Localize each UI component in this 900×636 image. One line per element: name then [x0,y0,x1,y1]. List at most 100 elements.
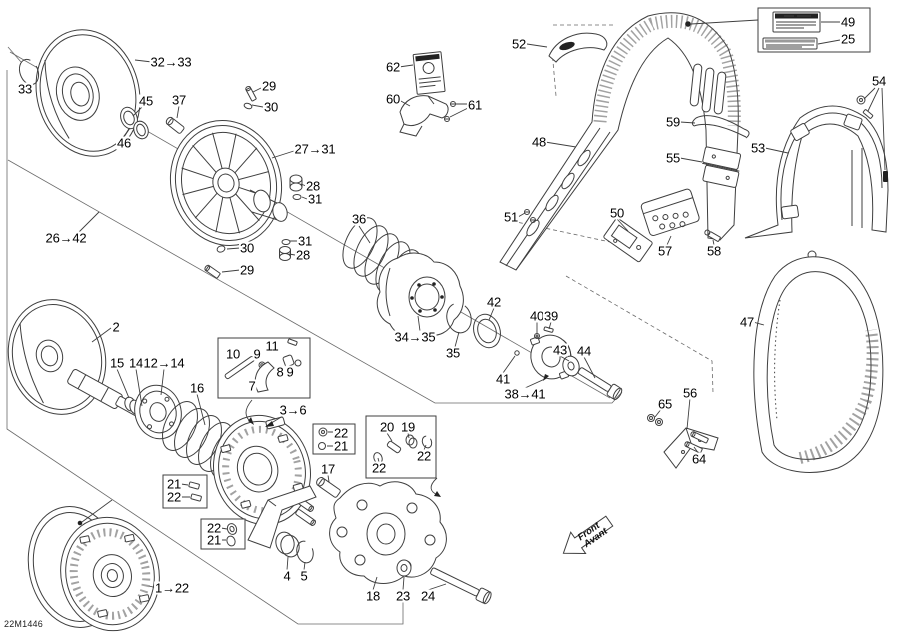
callout-label: 23 [394,588,412,604]
callout-label: 49 [839,14,857,30]
callout-label: 2 [111,319,121,335]
callout-label: 28 [304,178,322,194]
part-washers-65 [647,414,663,426]
callout-label: 22 [332,425,350,441]
part-bracket-60 [399,95,449,137]
part-bolt-29-top [243,85,257,110]
part-screw-58 [704,229,721,242]
callout-label: 26→42 [44,230,88,246]
part-screws-54 [856,87,888,182]
part-bolt-37 [165,116,185,134]
callout-label: 28 [294,247,312,263]
part-guard-cover-53 [744,105,889,260]
callout-label: 54 [870,73,888,89]
callout-label: 19 [399,419,417,435]
callout-label: 36 [350,211,368,227]
part-slider-plate-12-14 [134,384,182,440]
callout-label: 21 [332,438,350,454]
callout-label: 58 [705,243,723,259]
part-bolt-44 [577,367,623,401]
warning-label-box [757,7,871,53]
callout-label: 8 [275,364,285,380]
callout-label: 20 [378,419,396,435]
part-assembled-clutch-1-22 [27,499,160,632]
warning-decal-49 [772,11,821,33]
front-direction-arrow: Front Avant [562,515,614,555]
part-spider-18 [247,481,447,584]
leader-lines [77,43,789,591]
callout-label: 14 [127,355,145,371]
callout-label: 59 [664,114,682,130]
callout-label: 9 [285,364,295,380]
part-bearing-housing-34-35 [376,252,464,339]
callout-label: 7 [247,378,257,394]
callout-label: 35 [444,345,462,361]
callout-label: 56 [681,385,699,401]
callout-label: 51 [502,209,520,225]
part-hinge-55 [702,146,742,188]
callout-label: 30 [262,99,280,115]
part-bushings-28-31 [204,174,303,279]
part-warning-decal-62 [412,51,446,95]
callout-label: 40 [528,308,546,324]
part-circlip-33 [18,58,40,86]
callout-label: 21 [205,532,223,548]
drawing-code: 22M1446 [4,619,43,629]
callout-label: 4 [282,568,292,584]
callout-label: 16 [188,380,206,396]
callout-label: 12→14 [142,355,186,371]
part-plate-50 [603,217,653,263]
callout-label: 33 [16,81,34,97]
callout-label: 34→35 [393,329,437,345]
part-bushing-4-circlip-5 [275,531,314,564]
callout-label: 61 [466,97,484,113]
part-screws-61 [444,101,456,122]
callout-label: 15 [108,355,126,371]
callout-label: 3→6 [278,402,308,418]
callout-label: 64 [690,451,708,467]
callout-label: 9 [252,346,262,362]
callout-label: 24 [419,588,437,604]
callout-label: 5 [299,568,309,584]
callout-label: 47 [738,314,756,330]
callout-label: 62 [384,59,402,75]
callout-label: 41 [494,371,512,387]
part-spring-clip-59 [691,115,750,139]
part-driven-pulley-27-31 [169,120,288,246]
callout-label: 32→33 [149,54,193,70]
part-belt-guard-48 [499,12,759,271]
callout-label: 11 [264,338,280,354]
callout-label: 44 [575,343,593,359]
notice-decal-25 [762,37,818,50]
callout-label: 60 [384,91,402,107]
callout-label: 55 [664,150,682,166]
callout-label: 22 [415,448,433,464]
callout-label: 18 [364,588,382,604]
callout-label: 25 [839,31,857,47]
callout-label: 39 [542,308,560,324]
callout-label: 53 [749,140,767,156]
callout-label: 57 [656,243,674,259]
callout-label: 65 [656,396,674,412]
callout-label: 17 [319,461,337,477]
callout-label: 45 [137,93,155,109]
callout-label: 46 [115,135,133,151]
callout-label: 50 [608,205,626,221]
part-shim-42 [473,313,501,349]
callout-label: 52 [510,36,528,52]
callout-label: 29 [260,78,278,94]
callout-label: 43 [551,342,569,358]
part-bolt-24 [430,567,492,605]
callout-label: 31 [306,191,324,207]
part-handle-52 [548,32,608,63]
callout-label: 22 [165,489,183,505]
part-bolt-17 [316,477,341,498]
callout-label: 38→41 [503,386,547,402]
part-screws-51 [524,209,536,223]
callout-label: 27→31 [293,141,337,157]
callout-label: 21 [165,476,183,492]
callout-label: 1→22 [154,580,190,596]
callout-label: 29 [238,262,256,278]
